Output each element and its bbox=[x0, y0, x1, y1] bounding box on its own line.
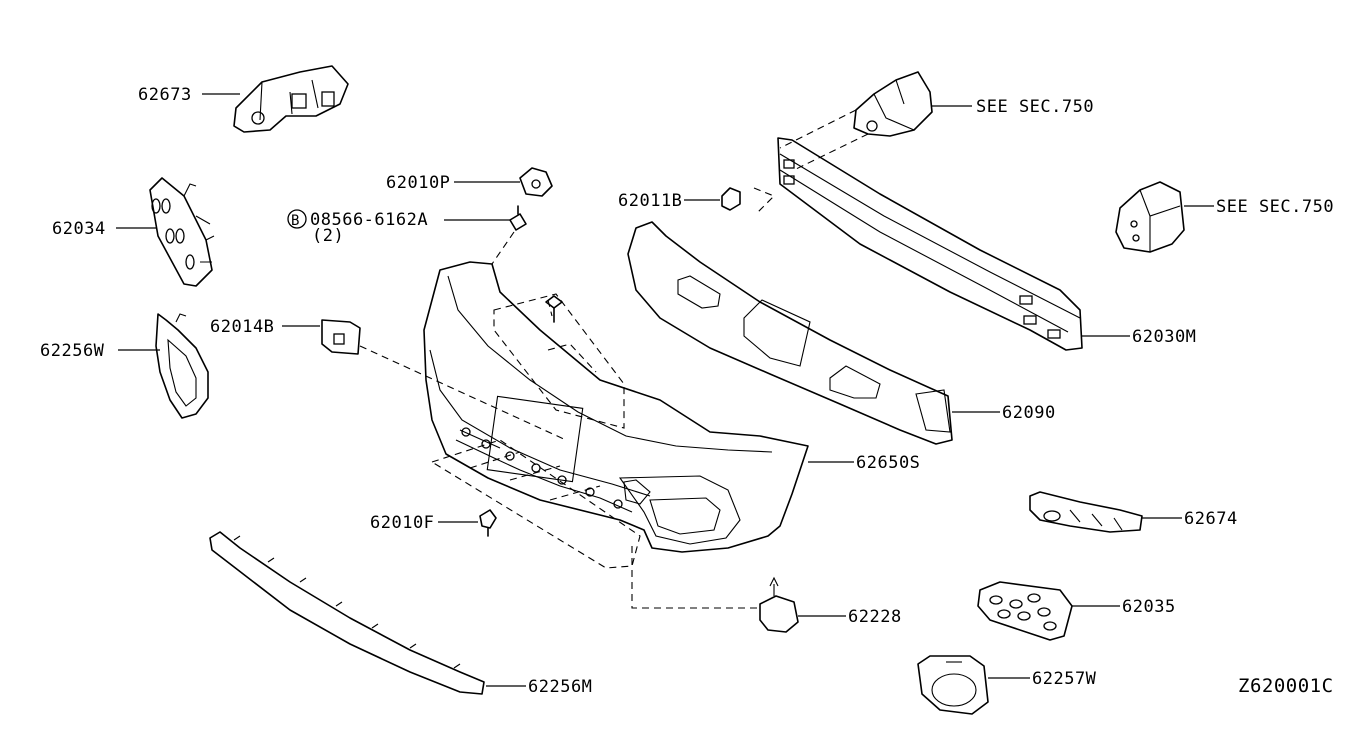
part-crash-box-upper bbox=[853, 71, 933, 137]
label-62650S[interactable]: 62650S bbox=[856, 453, 920, 473]
label-see-sec-750-top[interactable]: SEE SEC.750 bbox=[976, 97, 1094, 117]
label-62030M[interactable]: 62030M bbox=[1132, 327, 1196, 347]
part-62256M-lower-molding bbox=[209, 531, 485, 695]
label-see-sec-750-right[interactable]: SEE SEC.750 bbox=[1216, 197, 1334, 217]
bolt-type-circle-b bbox=[287, 209, 307, 229]
label-bolt-quantity[interactable]: (2) bbox=[312, 226, 344, 246]
label-62035[interactable]: 62035 bbox=[1122, 597, 1176, 617]
part-62650S-bumper-fascia bbox=[423, 261, 809, 553]
figure-code: Z620001C bbox=[1238, 675, 1334, 697]
part-bolt-08566-6162A bbox=[509, 205, 527, 231]
label-62228[interactable]: 62228 bbox=[848, 607, 902, 627]
part-62011B-nut bbox=[721, 187, 741, 211]
part-crash-box-side bbox=[1115, 181, 1185, 253]
label-62010F[interactable]: 62010F bbox=[370, 513, 434, 533]
label-62090[interactable]: 62090 bbox=[1002, 403, 1056, 423]
part-62257W-cover bbox=[917, 655, 989, 715]
part-62674-bracket bbox=[1029, 491, 1143, 533]
part-62673-bracket bbox=[233, 65, 349, 133]
label-bolt-type[interactable]: B bbox=[291, 213, 300, 229]
label-62011B[interactable]: 62011B bbox=[618, 191, 682, 211]
part-62030M-reinforcement bbox=[777, 137, 1083, 351]
part-62010F-screw bbox=[479, 509, 497, 537]
part-62035-bracket bbox=[977, 581, 1073, 641]
label-62256M[interactable]: 62256M bbox=[528, 677, 592, 697]
part-screw-upper bbox=[545, 295, 563, 323]
label-62257W[interactable]: 62257W bbox=[1032, 669, 1097, 689]
part-62256W-cover bbox=[155, 313, 209, 419]
part-62034-bracket bbox=[149, 177, 215, 287]
part-62228-tow-hook-cover bbox=[759, 576, 799, 633]
label-62674[interactable]: 62674 bbox=[1184, 509, 1238, 529]
part-62010P-grommet bbox=[519, 167, 553, 197]
label-62034[interactable]: 62034 bbox=[52, 219, 106, 239]
part-62014B-clip bbox=[321, 319, 361, 355]
label-62014B[interactable]: 62014B bbox=[210, 317, 274, 337]
label-62256W[interactable]: 62256W bbox=[40, 341, 105, 361]
label-62673[interactable]: 62673 bbox=[138, 85, 192, 105]
part-62090-energy-absorber bbox=[627, 221, 953, 445]
label-62010P[interactable]: 62010P bbox=[386, 173, 450, 193]
label-bolt-part-number[interactable]: 08566-6162A bbox=[310, 210, 428, 230]
